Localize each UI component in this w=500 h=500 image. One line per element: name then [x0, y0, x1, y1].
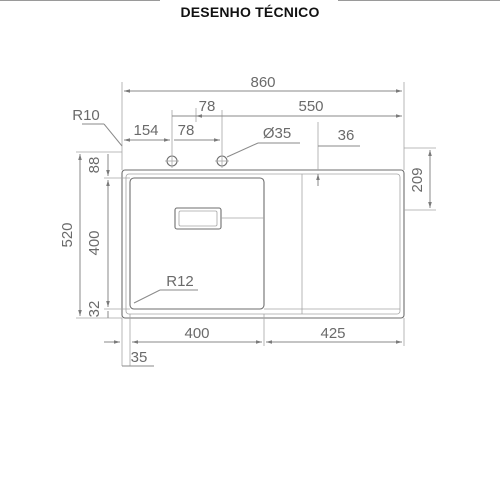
dim-label-36: 36	[338, 127, 355, 144]
drain-outline	[174, 207, 222, 230]
dim-label-520: 520	[59, 222, 76, 247]
dim-label-78-top: 78	[199, 98, 216, 115]
header-rule-right	[338, 0, 500, 1]
dim-label-209: 209	[409, 167, 426, 192]
dim-label-400-vert: 400	[86, 230, 103, 255]
sink-bowl	[129, 177, 265, 310]
drain-inner	[178, 210, 218, 227]
dim-label-35: 35	[131, 349, 148, 366]
dim-label-diameter: Ø35	[263, 125, 291, 142]
dim-label-860: 860	[250, 74, 275, 91]
dim-label-r10: R10	[72, 107, 100, 124]
dim-label-32: 32	[86, 301, 103, 318]
sink-inner-rim	[125, 173, 401, 315]
dim-label-154: 154	[133, 122, 158, 139]
header-rule-left	[0, 0, 160, 1]
page-title: DESENHO TÉCNICO	[180, 4, 320, 20]
sink-outer-outline	[121, 169, 405, 319]
leader-diameter	[226, 142, 259, 158]
dim-label-78: 78	[178, 122, 195, 139]
leader-r10	[103, 123, 123, 147]
dim-label-550: 550	[298, 98, 323, 115]
leader-r12	[133, 289, 161, 304]
dim-label-400-horiz: 400	[184, 325, 209, 342]
dim-label-88: 88	[86, 157, 103, 174]
dim-label-r12: R12	[166, 273, 194, 290]
dim-label-425: 425	[320, 325, 345, 342]
